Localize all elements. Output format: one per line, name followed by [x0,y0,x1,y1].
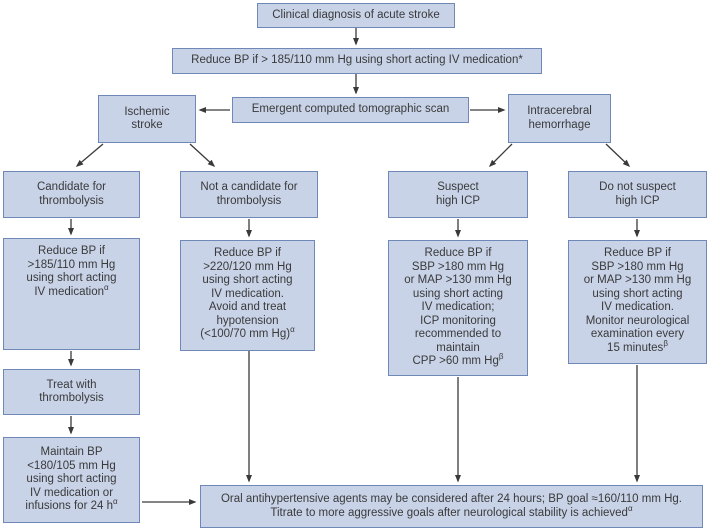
node-reduce-bp-initial: Reduce BP if > 185/110 mm Hg using short… [172,48,542,74]
node-not-suspect-detail: Reduce BP if SBP >180 mm Hg or MAP >130 … [568,240,707,364]
node-ischemic-stroke: Ischemic stroke [98,95,196,143]
node-not-candidate-detail: Reduce BP if >220/120 mm Hg using short … [180,240,315,351]
node-not-suspect-detail-label: Reduce BP if SBP >180 mm Hg or MAP >130 … [583,247,692,354]
arrow-hemorrhage-to-notsuspect [605,143,631,168]
node-suspect-icp-label: Suspect high ICP [435,181,481,207]
node-reduce-bp-initial-label: Reduce BP if > 185/110 mm Hg using short… [191,54,523,67]
node-candidate: Candidate for thrombolysis [3,171,140,218]
node-clinical-diagnosis-label: Clinical diagnosis of acute stroke [272,8,440,21]
node-suspect-detail: Reduce BP if SBP >180 mm Hg or MAP >130 … [388,240,528,376]
node-intracerebral-hemorrhage: Intracerebral hemorrhage [508,94,611,143]
node-candidate-label: Candidate for thrombolysis [36,181,107,207]
node-ischemic-stroke-label: Ischemic stroke [124,105,170,132]
arrow-ischemic-to-notcandidate [189,143,216,168]
node-intracerebral-hemorrhage-label: Intracerebral hemorrhage [527,105,592,131]
node-not-suspect-icp-label: Do not suspect high ICP [599,181,676,207]
node-not-candidate: Not a candidate for thrombolysis [180,171,318,218]
node-treat-thrombolysis: Treat with thrombolysis [3,369,140,415]
node-not-candidate-detail-label: Reduce BP if >220/120 mm Hg using short … [200,247,295,340]
node-clinical-diagnosis: Clinical diagnosis of acute stroke [257,3,455,28]
node-oral-agents-label: Oral antihypertensive agents may be cons… [220,493,683,519]
node-maintain-bp-label: Maintain BP <180/105 mm Hg using short a… [25,446,118,513]
node-suspect-icp: Suspect high ICP [388,171,528,218]
arrow-ischemic-to-candidate [75,143,104,167]
node-oral-agents: Oral antihypertensive agents may be cons… [200,485,703,528]
node-treat-thrombolysis-label: Treat with thrombolysis [39,378,104,405]
node-maintain-bp: Maintain BP <180/105 mm Hg using short a… [3,437,140,523]
arrow-hemorrhage-to-suspect [488,143,513,168]
node-candidate-detail-label: Reduce BP if >185/110 mm Hg using short … [26,245,117,298]
node-ct-scan-label: Emergent computed tomographic scan [251,103,450,116]
node-suspect-detail-label: Reduce BP if SBP >180 mm Hg or MAP >130 … [404,247,512,367]
node-candidate-detail: Reduce BP if >185/110 mm Hg using short … [3,238,140,350]
node-not-suspect-icp: Do not suspect high ICP [568,171,707,218]
node-not-candidate-label: Not a candidate for thrombolysis [200,181,298,207]
node-ct-scan: Emergent computed tomographic scan [232,97,469,123]
